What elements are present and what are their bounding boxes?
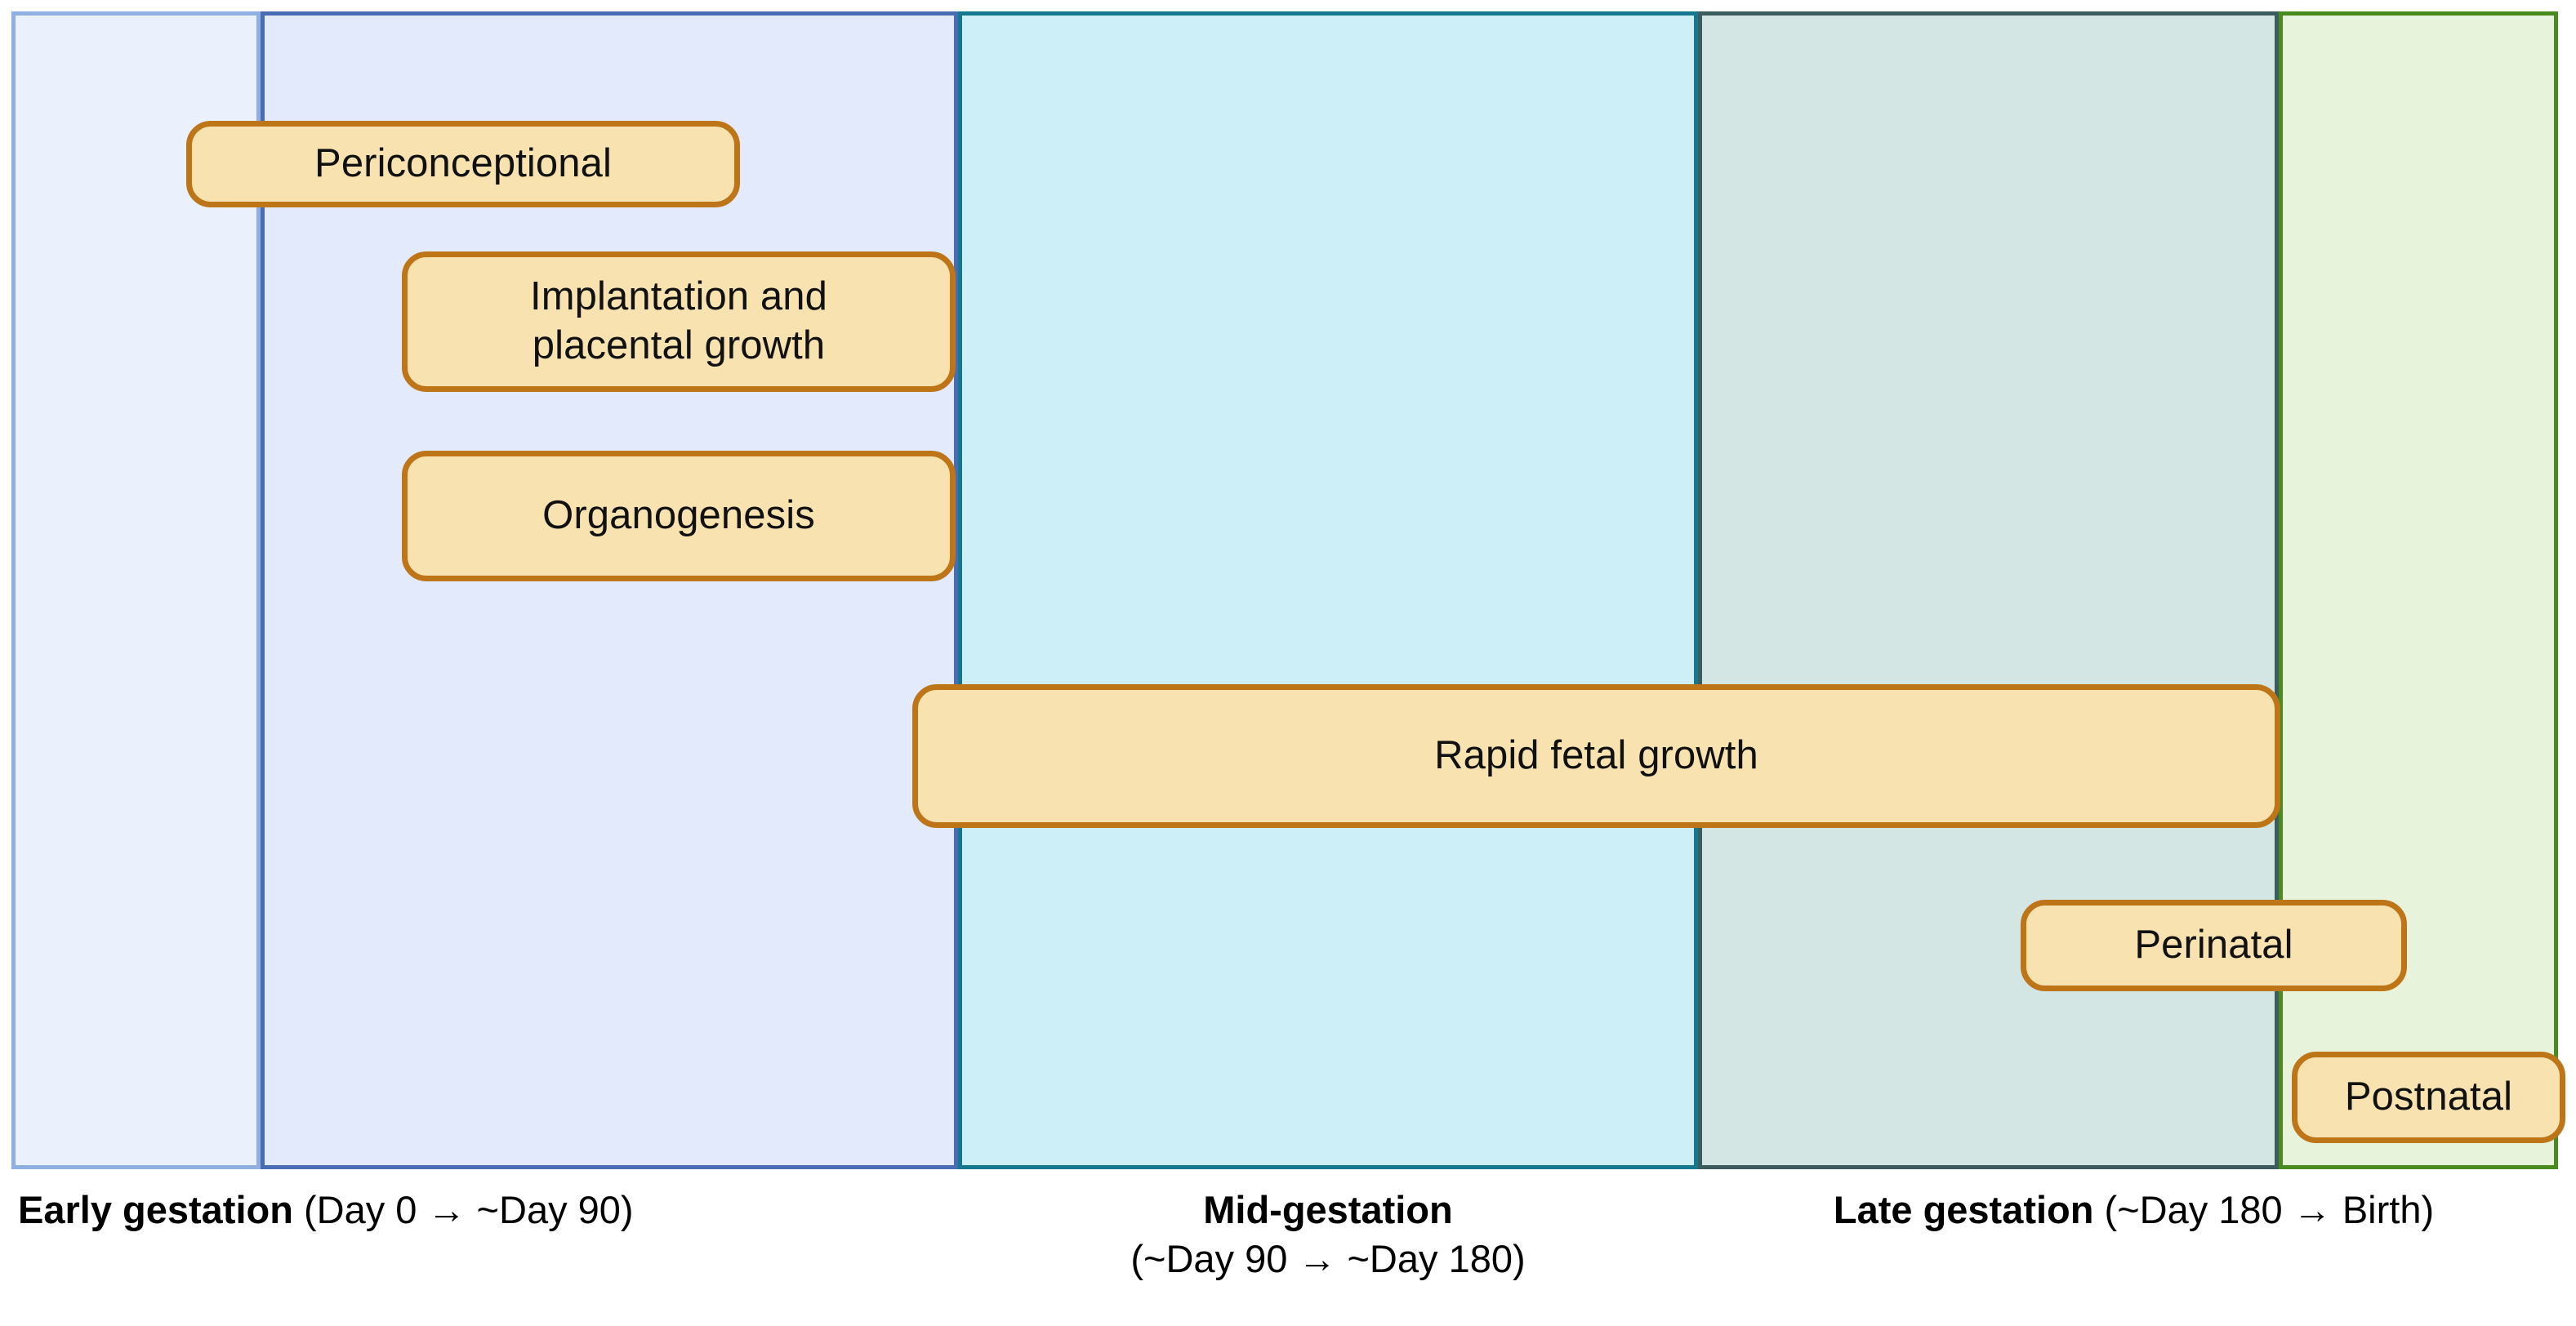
pill-label: Perinatal: [2134, 923, 2293, 968]
pill-label: Organogenesis: [542, 493, 815, 538]
pill-postnatal: Postnatal: [2292, 1052, 2565, 1143]
caption-phase-name: Early gestation: [18, 1188, 293, 1231]
pill-rapid-fetal-growth: Rapid fetal growth: [912, 684, 2280, 828]
pill-periconceptional: Periconceptional: [186, 121, 740, 207]
caption-phase-name: Late gestation: [1833, 1188, 2094, 1231]
caption-phase-range: (~Day 180 → Birth): [2093, 1188, 2435, 1231]
caption-phase-name: Mid-gestation: [1203, 1188, 1453, 1231]
band-postnatal: [2279, 11, 2558, 1169]
pill-perinatal: Perinatal: [2021, 900, 2407, 991]
caption-early-gestation: Early gestation (Day 0 → ~Day 90): [11, 1186, 894, 1235]
pill-label: Periconceptional: [314, 141, 612, 186]
band-mid-gestation: [958, 11, 1698, 1169]
band-late-gestation: [1698, 11, 2279, 1169]
caption-phase-range: (Day 0 → ~Day 90): [292, 1188, 634, 1231]
caption-mid-gestation: Mid-gestation (~Day 90 → ~Day 180): [958, 1186, 1698, 1284]
caption-phase-range: (~Day 90 → ~Day 180): [1130, 1237, 1526, 1281]
caption-late-gestation: Late gestation (~Day 180 → Birth): [1695, 1186, 2573, 1235]
pill-label: Postnatal: [2344, 1075, 2513, 1119]
pill-label: Rapid fetal growth: [1434, 733, 1758, 778]
pill-organogenesis: Organogenesis: [402, 451, 956, 581]
